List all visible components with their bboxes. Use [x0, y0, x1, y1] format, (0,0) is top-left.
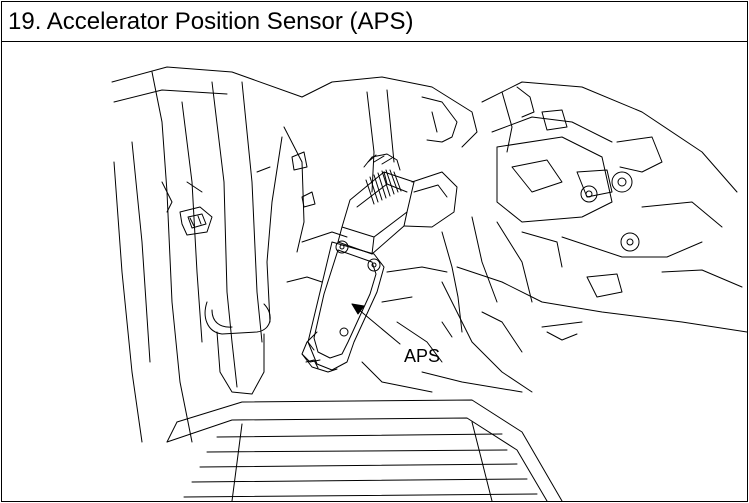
figure-area: APS: [2, 42, 747, 501]
aps-connector: [337, 153, 415, 255]
right-mechanism: [471, 81, 743, 341]
pillar-structure: [111, 66, 303, 443]
aps-leader-line: [351, 303, 401, 345]
diagram-title: 19. Accelerator Position Sensor (APS): [8, 8, 414, 35]
mounting-bracket: [381, 171, 463, 363]
pedal-arm: [204, 301, 271, 395]
aps-illustration: APS: [111, 66, 747, 501]
aps-sensor-body: [301, 240, 385, 373]
dash-structure: [256, 76, 478, 323]
title-bar: 19. Accelerator Position Sensor (APS): [2, 2, 747, 42]
aps-callout-label: APS: [404, 346, 440, 366]
lower-panel: [361, 266, 747, 393]
accelerator-pedal-pad: [166, 399, 563, 501]
